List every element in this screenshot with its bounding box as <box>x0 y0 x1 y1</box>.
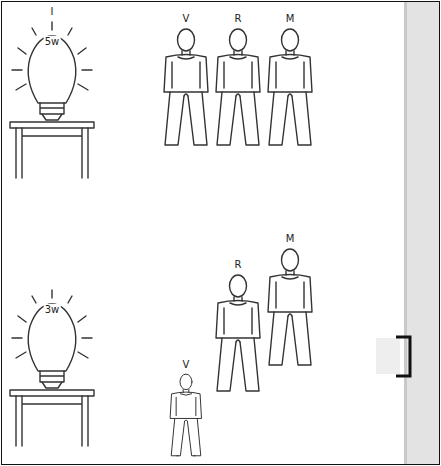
person-figure <box>268 249 312 365</box>
person-label: M <box>286 233 295 245</box>
person-label: M <box>286 13 295 25</box>
person-label: V <box>183 13 190 25</box>
person-figure <box>171 374 202 456</box>
power-label: 5w <box>44 36 61 48</box>
source-label: I <box>51 6 54 18</box>
tab-marker <box>376 338 400 374</box>
person-figure <box>216 275 260 391</box>
person-label: R <box>235 259 242 271</box>
page-edge-shadow <box>404 2 407 464</box>
lamp-on-table <box>10 290 94 446</box>
person-figure <box>268 29 312 145</box>
person-label: R <box>235 13 242 25</box>
lamp-on-table <box>10 22 94 178</box>
bracket <box>396 337 410 376</box>
person-figure <box>164 29 208 145</box>
power-label: 3w <box>44 304 61 316</box>
person-figure <box>216 29 260 145</box>
page-edge <box>406 2 439 464</box>
person-label: V <box>183 359 190 371</box>
